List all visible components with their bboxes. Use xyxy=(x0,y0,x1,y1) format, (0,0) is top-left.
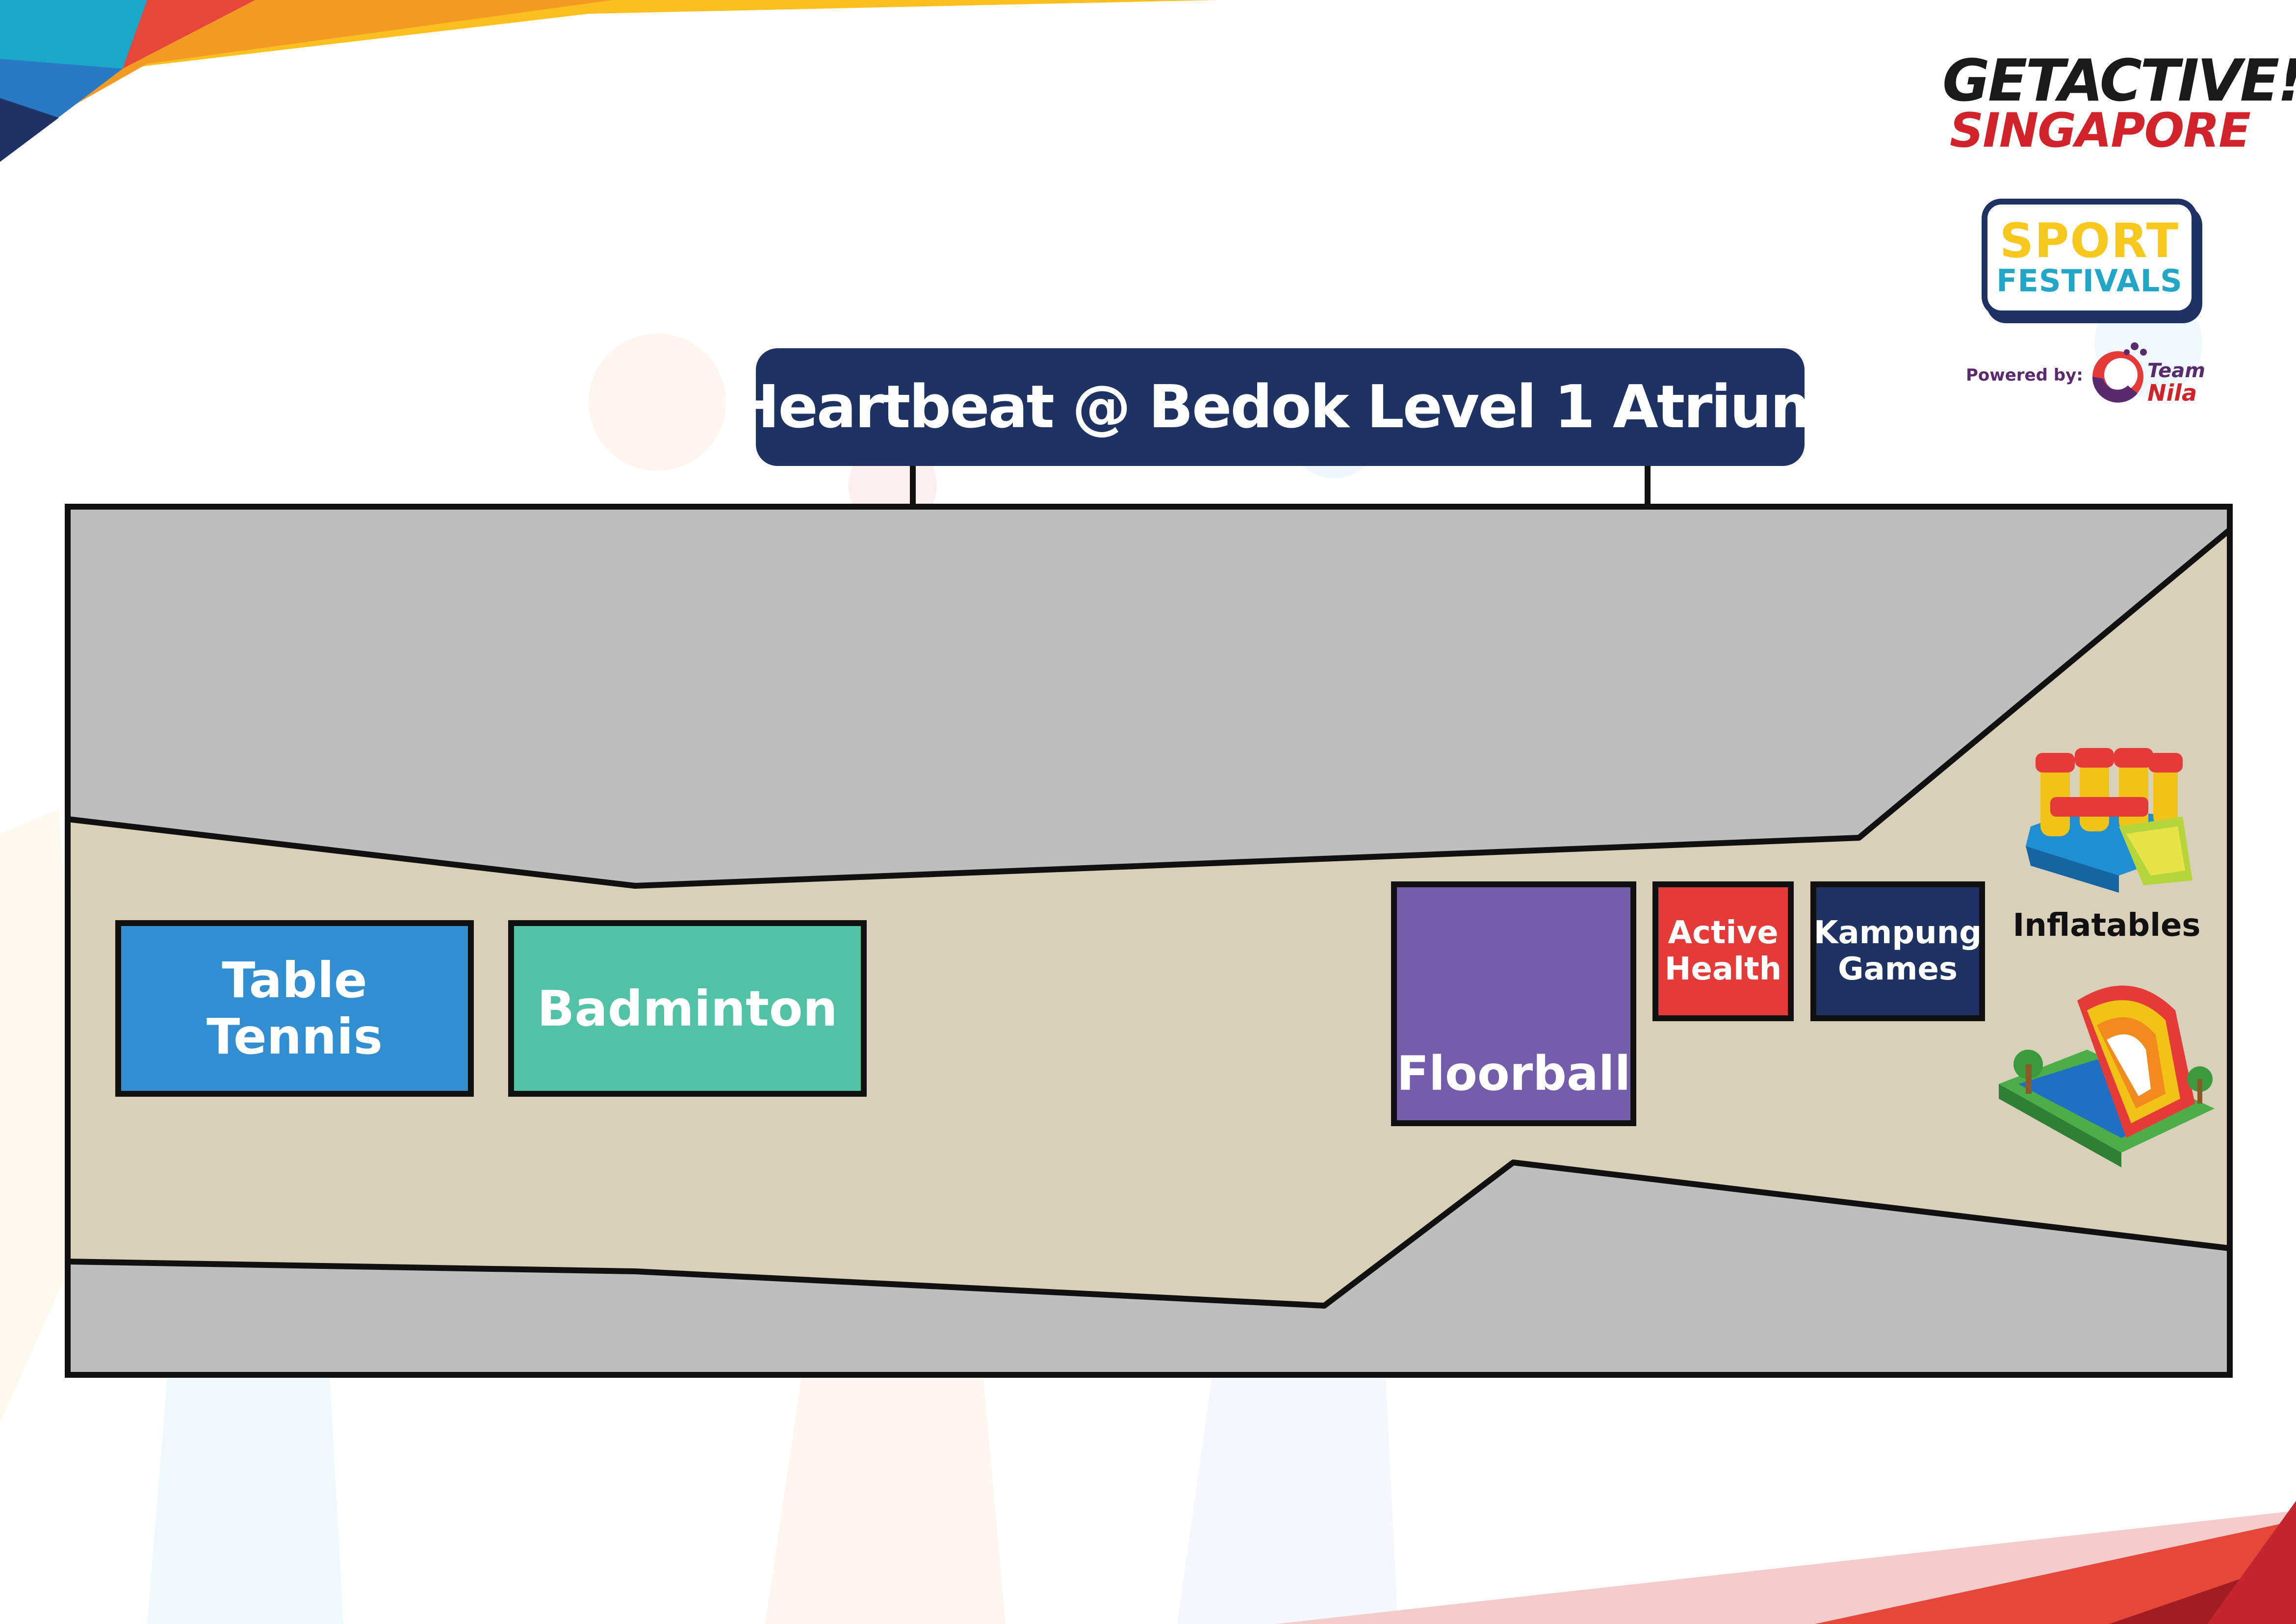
getactive-logo-line1: GETACTIVE! xyxy=(1942,47,2296,114)
sport-festivals-logo-line1: SPORT xyxy=(1999,213,2180,268)
sport-festivals-logo-line2: FESTIVALS xyxy=(1996,262,2183,299)
top-left-corner-decoration xyxy=(0,0,1216,162)
map-title: Heartbeat @ Bedok Level 1 Atrium xyxy=(730,373,1832,441)
team-nila-line1: Team xyxy=(2147,360,2205,382)
getactive-logo-line2: SINGAPORE xyxy=(1950,103,2251,158)
powered-by-label: Powered by: xyxy=(1966,365,2083,385)
team-nila-logo-mark xyxy=(2092,342,2147,403)
atrium-floor-area xyxy=(65,527,2233,1309)
zone-kampung-games: Kampung Games xyxy=(1810,881,1985,1021)
bottom-right-corner-decoration xyxy=(1275,1501,2296,1624)
zone-floorball: Floorball xyxy=(1391,881,1636,1126)
zone-floorball-label: Floorball xyxy=(1396,1046,1631,1101)
zone-badminton-label: Badminton xyxy=(537,980,838,1037)
atrium-border xyxy=(65,504,2233,1378)
zone-active-health-label: Active Health xyxy=(1664,914,1782,987)
map-title-banner: Heartbeat @ Bedok Level 1 Atrium xyxy=(730,348,1832,466)
zone-table-tennis-label: Table Tennis xyxy=(206,952,383,1065)
team-nila-line2: Nila xyxy=(2147,380,2197,406)
title-connector-right xyxy=(1645,464,1651,505)
zone-table-tennis: Table Tennis xyxy=(115,920,474,1097)
bouncy-castle-icon xyxy=(2026,748,2193,893)
zone-kampung-games-label: Kampung Games xyxy=(1813,914,1982,987)
team-nila-logo-text: Team Nila xyxy=(2147,361,2205,405)
zone-badminton: Badminton xyxy=(508,920,867,1097)
inflatables-label: Inflatables xyxy=(2012,907,2201,944)
zone-active-health: Active Health xyxy=(1652,881,1794,1021)
volleyball-silhouette xyxy=(589,334,726,471)
title-connector-left xyxy=(910,464,916,505)
sport-festivals-logo: SPORT FESTIVALS xyxy=(1982,199,2197,316)
water-slide-icon xyxy=(1999,985,2215,1167)
